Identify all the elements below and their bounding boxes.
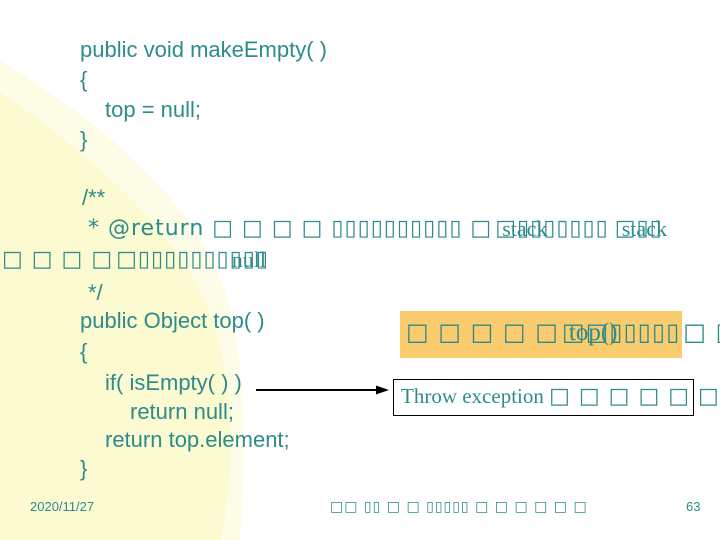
missing-glyph-boxes: □ □ □ □ bbox=[2, 247, 114, 272]
code-line: } bbox=[80, 456, 88, 481]
code-line: { bbox=[80, 339, 88, 364]
footer-page-number: 63 bbox=[686, 499, 701, 514]
null-overlay: □▯▯▯▯▯▯▯▯▯▯null bbox=[116, 247, 269, 272]
code-line: } bbox=[80, 127, 88, 152]
top-callout-row: □ □ □ □ □□□▯▯▯▯▯top()□ □ □ bbox=[406, 318, 720, 347]
stack-overlay-1: □▯▯▯▯▯▯▯stack bbox=[495, 216, 609, 241]
footer-title-boxes: □□ ▯▯ □ □ ▯▯▯▯▯ □ □ □ □ □ □ bbox=[330, 499, 588, 515]
comment-return-line: * @return □ □ □ □ ▯▯▯▯▯▯▯▯▯▯ □□▯▯▯▯▯▯▯st… bbox=[88, 216, 667, 241]
missing-glyph-boxes: □▯▯▯▯▯▯▯▯▯▯ bbox=[116, 247, 269, 272]
code-line: return top.element; bbox=[105, 427, 290, 452]
top-callout-highlight bbox=[400, 311, 682, 358]
stack-word: stack bbox=[502, 216, 548, 241]
missing-glyph-boxes: □ □ □ □ □ bbox=[406, 318, 559, 346]
code-line: public Object top( ) bbox=[80, 308, 265, 333]
missing-glyph-boxes: □ □ □ bbox=[683, 318, 720, 346]
code-line: return null; bbox=[130, 399, 234, 424]
arrow-icon bbox=[256, 385, 389, 395]
throw-exception-box bbox=[393, 379, 694, 416]
missing-glyph-boxes: □□▯▯▯▯▯ bbox=[561, 318, 681, 346]
comment-return-prefix: * @return □ □ □ □ ▯▯▯▯▯▯▯▯▯▯ □ bbox=[88, 216, 493, 241]
footer-date: 2020/11/27 bbox=[30, 499, 95, 514]
code-line: top = null; bbox=[105, 97, 202, 122]
top-word: top() bbox=[568, 319, 618, 346]
top-overlay: □□▯▯▯▯▯top() bbox=[562, 318, 680, 347]
missing-glyph-boxes: □▯▯▯▯▯▯▯ bbox=[495, 216, 609, 241]
comment-wrap-line: □ □ □ □□▯▯▯▯▯▯▯▯▯▯null bbox=[2, 247, 272, 272]
stack-word: stack bbox=[621, 216, 667, 241]
null-word: null bbox=[231, 247, 266, 272]
code-line: if( isEmpty( ) ) bbox=[105, 370, 242, 395]
comment-close: */ bbox=[88, 280, 103, 305]
code-line: { bbox=[80, 67, 88, 92]
missing-glyph-boxes: □▯▯ bbox=[614, 216, 663, 241]
stack-overlay-2: □▯▯stack bbox=[614, 216, 667, 241]
comment-open: /** bbox=[82, 185, 106, 210]
throw-exception-label: Throw exception bbox=[401, 384, 544, 408]
throw-exception-row: Throw exception □ □ □ □ □ □ ▯ bbox=[401, 382, 720, 411]
code-line: public void makeEmpty( ) bbox=[80, 37, 327, 62]
missing-glyph-boxes: □ □ □ □ □ □ ▯ bbox=[549, 384, 720, 409]
